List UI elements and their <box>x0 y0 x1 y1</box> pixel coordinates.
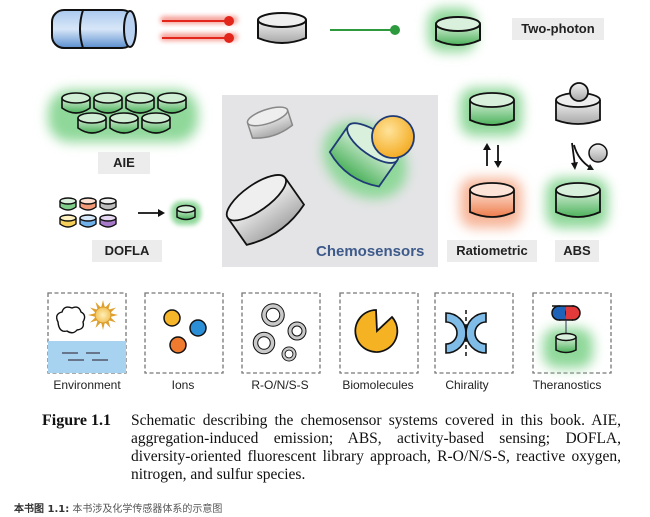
aie-cylinder-icon <box>109 112 139 134</box>
gray-cylinder-icon <box>257 12 307 44</box>
category-label-ions: Ions <box>171 378 195 392</box>
green-light-beam-icon <box>330 25 400 35</box>
aie-cylinder-icon <box>141 112 171 134</box>
two-photon-label: Two-photon <box>512 18 604 40</box>
abs-label: ABS <box>555 240 599 262</box>
blue-cylinder-icon <box>51 9 137 49</box>
figure-number: Figure 1.1 <box>42 412 112 429</box>
aie-cylinder-icon <box>157 92 187 114</box>
aie-cylinder-icon <box>77 112 107 134</box>
sun-icon <box>88 300 118 330</box>
chemosensors-label: Chemosensors <box>316 243 425 260</box>
category-label-theranostics: Theranostics <box>532 378 602 392</box>
category-box <box>241 292 321 374</box>
category-label-environment: Environment <box>53 378 121 392</box>
chirality-mirror-icon <box>445 310 487 356</box>
dofla-cylinder-icon <box>59 214 77 228</box>
abs-activated-cylinder-icon <box>546 178 608 228</box>
equilibrium-arrows-icon <box>483 143 502 168</box>
ratiometric-orange-cylinder-icon <box>460 178 522 228</box>
analyte-sphere-icon <box>371 115 415 159</box>
chinese-caption-prefix: 本书图 1.1: <box>14 504 70 515</box>
small-gray-cylinder-icon <box>246 106 294 139</box>
aie-cylinder-icon <box>93 92 123 114</box>
large-gray-cylinder-icon <box>225 174 306 246</box>
dofla-cylinder-icon <box>99 197 117 211</box>
aie-aggregate-icon <box>48 90 198 142</box>
ratiometric-green-cylinder-icon <box>460 88 522 136</box>
environment-icon <box>48 300 126 373</box>
dofla-cylinder-icon <box>99 214 117 228</box>
biomolecule-pacman-icon <box>354 309 399 353</box>
category-label-biomolecules: Biomolecules <box>342 378 414 392</box>
category-label-reactive-species: R-O/N/S-S <box>251 378 309 392</box>
aie-cylinder-icon <box>125 92 155 114</box>
dofla-label: DOFLA <box>92 240 162 262</box>
chinese-caption-text: 本书涉及化学传感器体系的示意图 <box>69 504 223 515</box>
caption-text: Schematic describing the chemosensor sys… <box>131 412 621 483</box>
chinese-caption: 本书图 1.1: 本书涉及化学传感器体系的示意图 <box>14 500 222 515</box>
abs-caged-probe-icon <box>555 82 601 125</box>
ratiometric-label: Ratiometric <box>447 240 537 262</box>
aie-label: AIE <box>98 152 150 174</box>
green-glowing-cylinder-icon <box>428 8 481 52</box>
category-label-chirality: Chirality <box>445 378 489 392</box>
red-light-beam-icon <box>160 16 238 43</box>
category-box <box>144 292 224 374</box>
ions-icon <box>163 309 207 354</box>
cloud-icon <box>55 306 86 334</box>
reactive-species-icon <box>252 303 307 362</box>
dofla-cylinder-icon <box>79 197 97 211</box>
dofla-cylinder-icon <box>59 197 77 211</box>
dofla-library-icon <box>59 197 117 228</box>
dofla-hit-cylinder-icon <box>171 201 201 225</box>
theranostics-icon <box>543 305 593 368</box>
abs-cleavage-arrow-icon <box>571 142 608 170</box>
aie-cylinder-icon <box>61 92 91 114</box>
arrow-right-icon <box>138 209 165 217</box>
dofla-cylinder-icon <box>79 214 97 228</box>
